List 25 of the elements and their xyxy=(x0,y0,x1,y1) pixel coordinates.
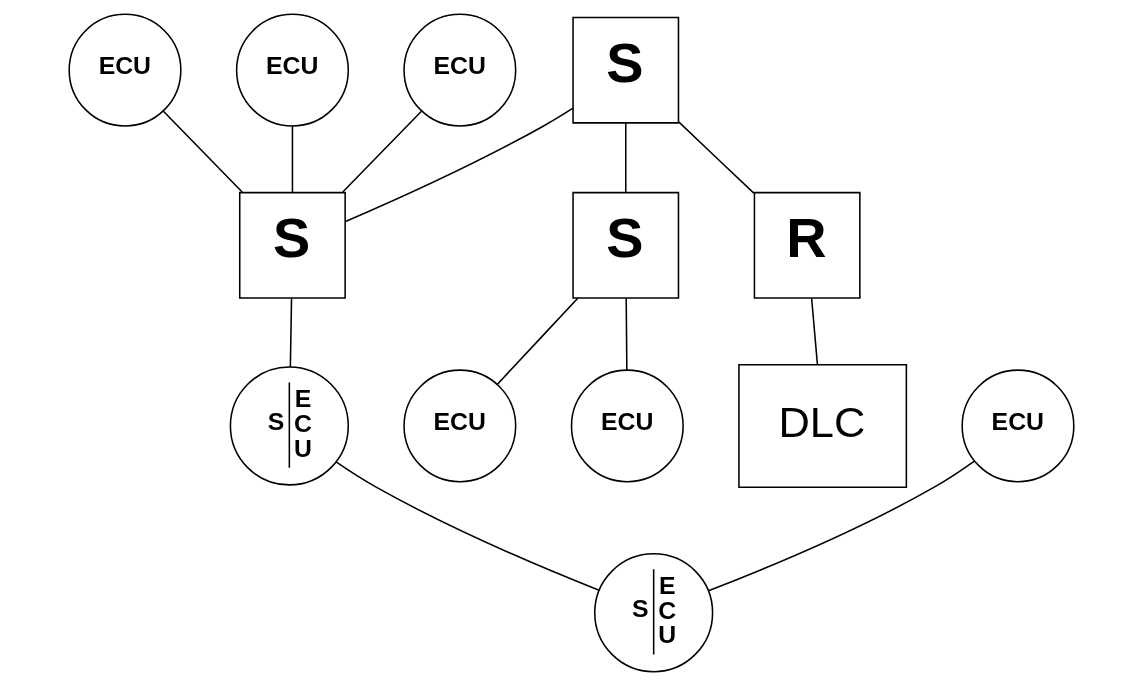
node-box: S xyxy=(571,16,679,124)
connector xyxy=(810,297,818,366)
node-circle: S E C U xyxy=(229,366,349,486)
connector xyxy=(624,297,628,371)
node-box: S xyxy=(571,191,679,299)
connector xyxy=(344,107,574,223)
node-box: S xyxy=(238,191,346,299)
node-circle: ECU xyxy=(960,369,1075,483)
node-circle: ECU xyxy=(235,13,349,127)
connector xyxy=(707,460,975,592)
node-circle: S E C U xyxy=(593,553,713,673)
connector xyxy=(495,297,579,386)
connector xyxy=(334,461,600,591)
node-circle: ECU xyxy=(67,13,182,127)
connector xyxy=(677,121,755,194)
node-circle: ECU xyxy=(402,13,516,127)
connector xyxy=(291,125,293,194)
connector xyxy=(162,110,243,193)
connector xyxy=(624,122,627,194)
connector xyxy=(289,297,292,368)
node-box: DLC xyxy=(737,363,907,488)
connector xyxy=(341,110,422,193)
node-box: R xyxy=(753,191,861,299)
node-circle: ECU xyxy=(402,369,516,483)
node-circle: ECU xyxy=(570,369,684,483)
